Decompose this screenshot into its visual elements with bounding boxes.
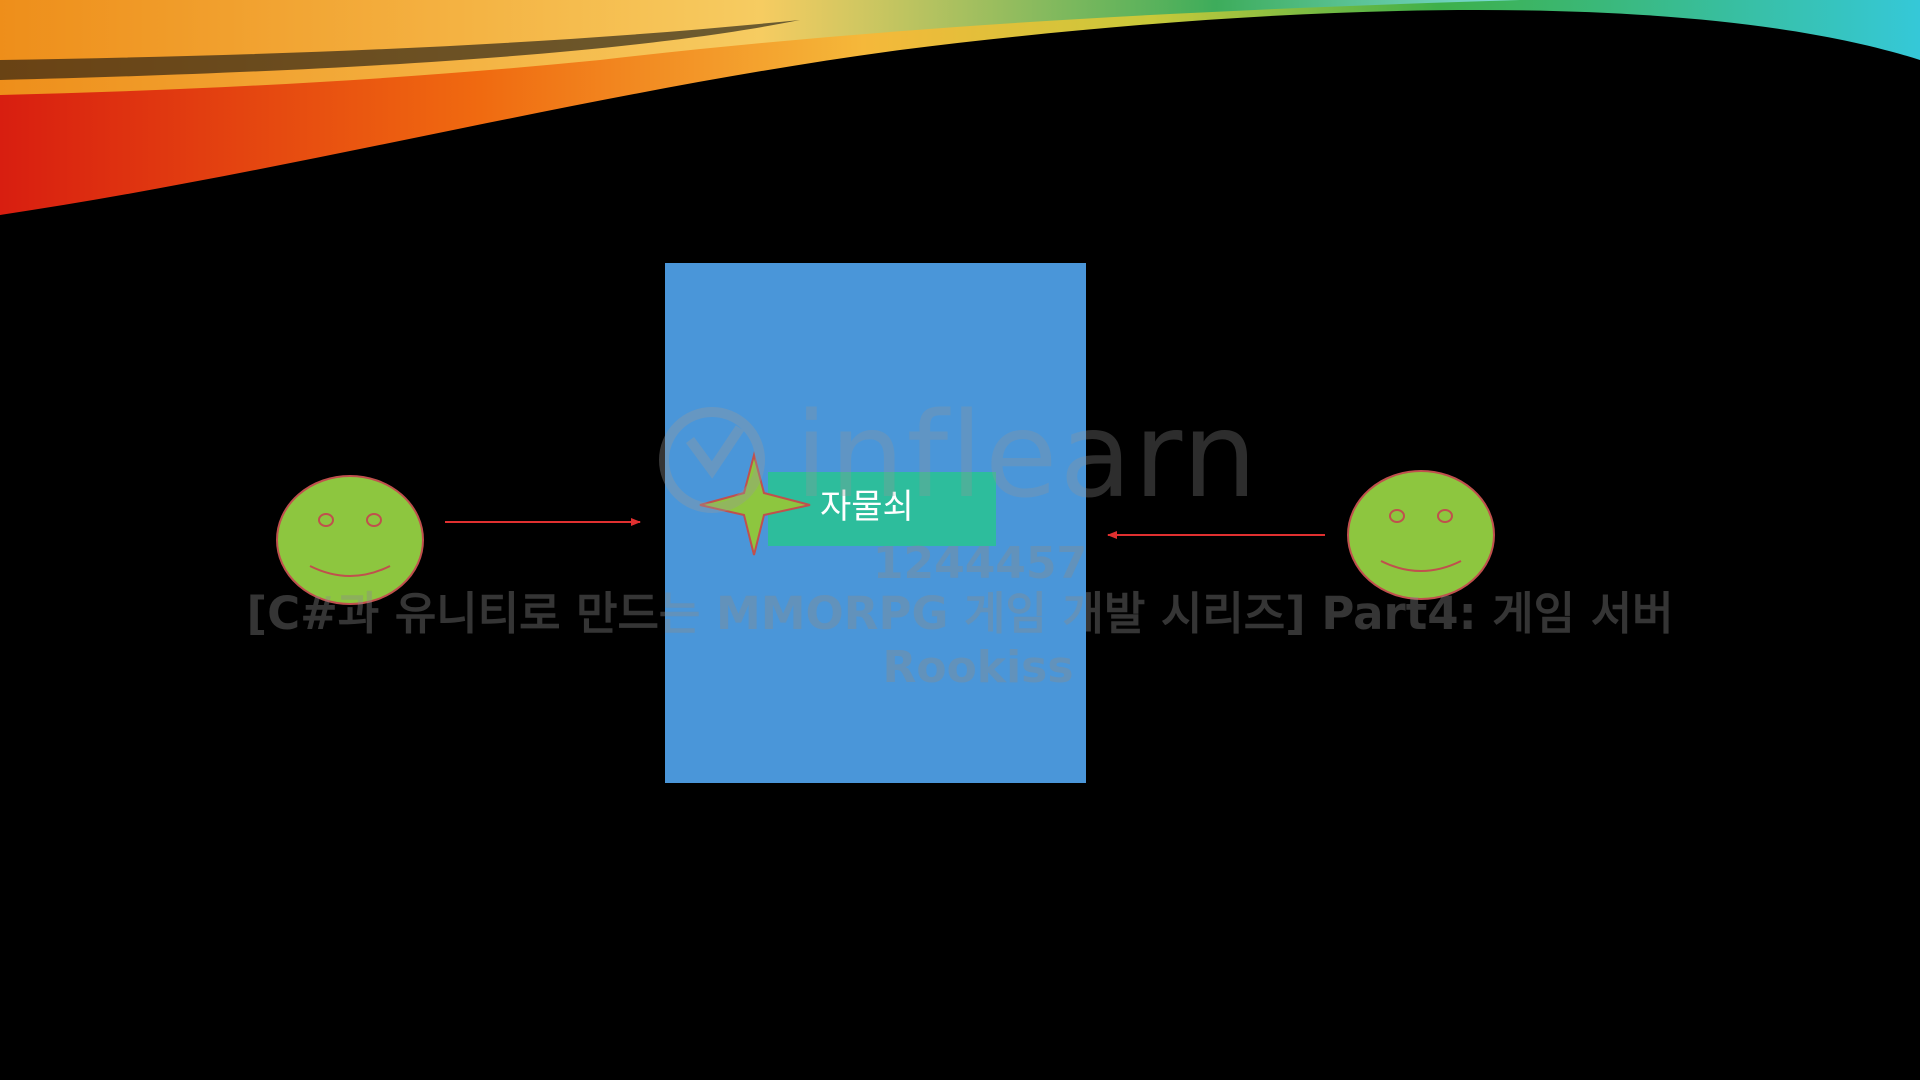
smiley-face-icon	[276, 475, 424, 605]
swoosh-band-light	[0, 0, 1520, 95]
swoosh-dark-stripe	[0, 20, 800, 80]
decorative-swoosh	[0, 0, 1920, 215]
smiley-face-icon	[1347, 470, 1495, 600]
lock-label: 자물쇠	[820, 487, 914, 527]
watermark-logo-text: inflearn	[795, 386, 1260, 524]
